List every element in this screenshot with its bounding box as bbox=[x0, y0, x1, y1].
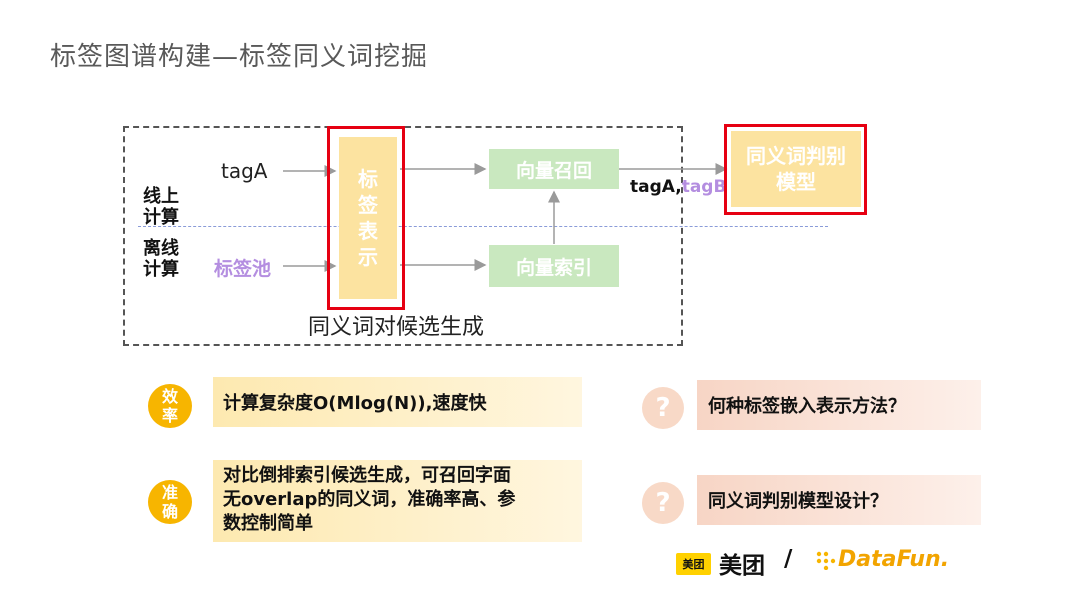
efficiency-badge-char1: 效 bbox=[161, 387, 178, 406]
synonym-model-box: 同义词判别 模型 bbox=[731, 131, 861, 207]
vector-recall-box: 向量召回 bbox=[489, 149, 619, 189]
meituan-logo: 美团 bbox=[676, 553, 711, 575]
accuracy-badge-char1: 准 bbox=[161, 483, 178, 502]
online-label-line2: 计算 bbox=[143, 207, 179, 228]
input-tag-label: tagA bbox=[221, 159, 268, 183]
output-tag-pair: tagA,tagB bbox=[630, 177, 726, 197]
meituan-wordmark: 美团 bbox=[719, 553, 765, 579]
offline-compute-label: 离线 计算 bbox=[143, 238, 179, 280]
online-offline-divider bbox=[138, 226, 828, 227]
tag-pool-label: 标签池 bbox=[214, 258, 272, 280]
embedding-question: 何种标签嵌入表示方法？ bbox=[697, 380, 981, 430]
tag-repr-char-3: 表 bbox=[358, 219, 378, 243]
vector-index-box: 向量索引 bbox=[489, 245, 619, 287]
logo-separator: / bbox=[784, 546, 793, 572]
datafun-wordmark: DataFun. bbox=[838, 547, 950, 572]
candidate-generation-caption: 同义词对候选生成 bbox=[308, 315, 485, 340]
accuracy-text-line3: 数控制简单 bbox=[223, 513, 313, 534]
offline-label-line2: 计算 bbox=[143, 259, 179, 280]
efficiency-text: 计算复杂度O(Mlog(N)),速度快 bbox=[213, 377, 582, 427]
output-tag-b: tagB bbox=[681, 177, 727, 197]
question-icon: ? bbox=[642, 387, 684, 429]
synonym-model-line2: 模型 bbox=[776, 170, 816, 194]
online-compute-label: 线上 计算 bbox=[143, 186, 179, 228]
tag-representation-box: 标 签 表 示 bbox=[339, 137, 397, 299]
accuracy-text-line2: 无overlap的同义词，准确率高、参 bbox=[223, 489, 516, 510]
tag-repr-char-1: 标 bbox=[358, 167, 378, 191]
tag-repr-char-2: 签 bbox=[358, 193, 378, 217]
synonym-model-highlight bbox=[724, 124, 867, 215]
tag-repr-char-4: 示 bbox=[358, 245, 378, 269]
offline-label-line1: 离线 bbox=[143, 238, 179, 259]
accuracy-text: 对比倒排索引候选生成，可召回字面 无overlap的同义词，准确率高、参 数控制… bbox=[213, 460, 582, 542]
accuracy-text-line1: 对比倒排索引候选生成，可召回字面 bbox=[223, 465, 511, 486]
accuracy-badge: 准 确 bbox=[148, 480, 192, 524]
accuracy-badge-char2: 确 bbox=[161, 502, 178, 521]
model-design-question: 同义词判别模型设计？ bbox=[697, 475, 981, 525]
efficiency-badge: 效 率 bbox=[148, 384, 192, 428]
efficiency-badge-char2: 率 bbox=[161, 406, 178, 425]
synonym-model-line1: 同义词判别 bbox=[746, 144, 846, 168]
question-icon: ? bbox=[642, 482, 684, 524]
online-label-line1: 线上 bbox=[143, 186, 179, 207]
datafun-dots-icon bbox=[815, 550, 837, 574]
page-title: 标签图谱构建—标签同义词挖掘 bbox=[50, 42, 429, 72]
tag-representation-highlight bbox=[327, 126, 405, 310]
output-tag-a: tagA, bbox=[630, 177, 682, 197]
